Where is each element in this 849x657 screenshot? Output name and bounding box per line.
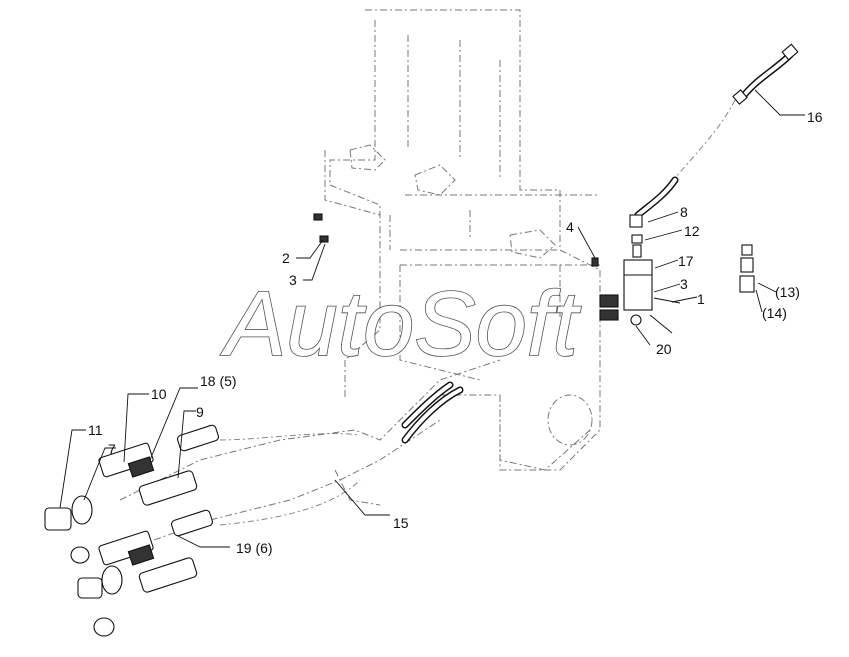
callout-19: 19 (6) xyxy=(236,540,273,556)
callout-16: 16 xyxy=(807,109,823,125)
callout-11: 11 xyxy=(88,422,103,438)
callout-10: 10 xyxy=(151,386,167,402)
watermark-text: AutoSoft xyxy=(220,273,581,375)
callout-3-left: 3 xyxy=(289,272,297,288)
callout-3-right: 3 xyxy=(680,276,688,292)
hose-15 xyxy=(219,381,464,526)
callout-13: (13) xyxy=(775,284,800,300)
callout-14: (14) xyxy=(762,305,787,321)
boom-arm-outline xyxy=(119,359,501,546)
callout-7: 7 xyxy=(108,441,116,457)
callout-8: 8 xyxy=(680,204,688,220)
small-bolts xyxy=(313,213,599,267)
callout-labels: 1 2 3 3 4 7 8 9 10 11 12 (13) (14) 15 16… xyxy=(88,109,823,556)
callout-1: 1 xyxy=(697,291,705,307)
fitting-20 xyxy=(630,314,642,326)
valve-block-17 xyxy=(623,259,653,311)
loader-frame-outline xyxy=(324,9,601,471)
fittings-13-14 xyxy=(739,244,755,293)
valve-block-assembly xyxy=(599,214,681,334)
fitting-12 xyxy=(631,234,643,244)
callout-4: 4 xyxy=(566,219,574,235)
quick-coupler-lower xyxy=(77,509,214,637)
hose-16 xyxy=(634,43,799,219)
callout-15: 15 xyxy=(393,515,409,531)
callout-20: 20 xyxy=(656,341,672,357)
leader-lines xyxy=(59,89,805,548)
quick-coupler-upper xyxy=(44,424,220,564)
callout-9: 9 xyxy=(196,404,204,420)
callout-18: 18 (5) xyxy=(200,373,237,389)
callout-2: 2 xyxy=(282,250,290,266)
fitting-8 xyxy=(629,214,643,228)
callout-12: 12 xyxy=(684,223,700,239)
callout-17: 17 xyxy=(678,253,694,269)
